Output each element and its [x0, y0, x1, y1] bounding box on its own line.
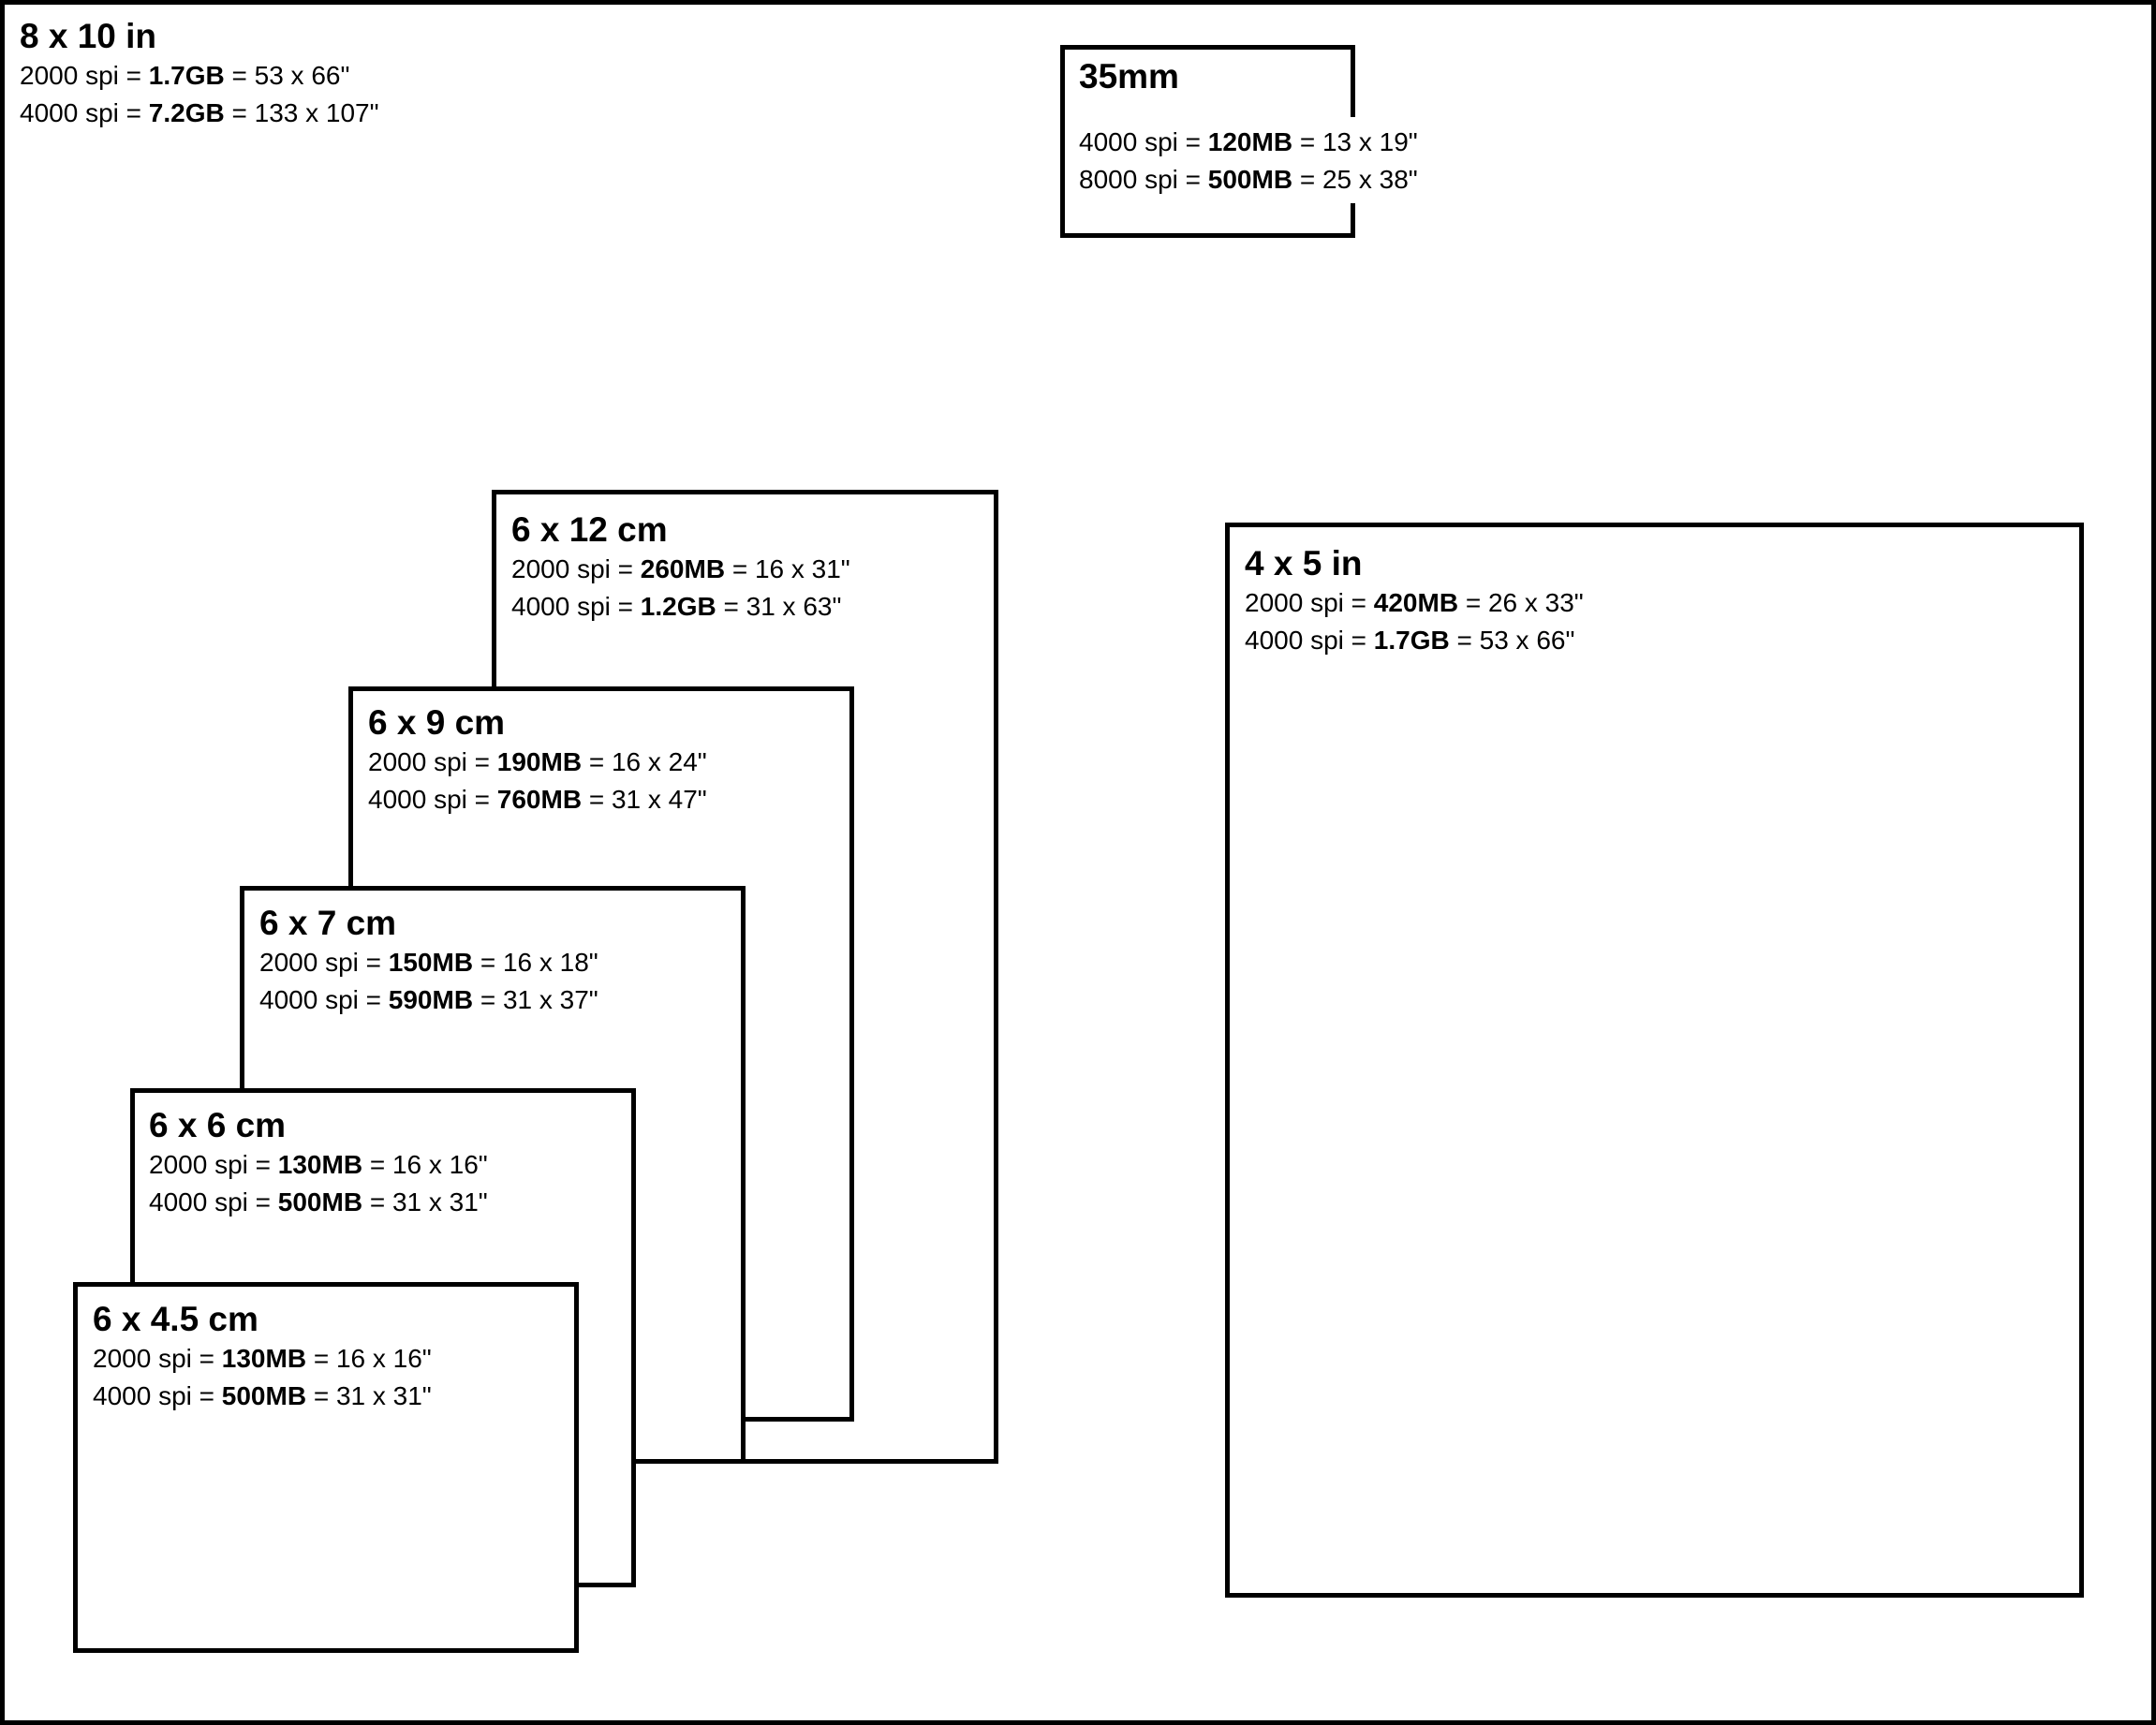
format-title: 8 x 10 in: [20, 17, 157, 55]
label-4x5-in: 4 x 5 in 2000 spi = 420MB = 26 x 33" 400…: [1245, 543, 1584, 659]
spec-row: 2000 spi = 190MB = 16 x 24": [368, 747, 707, 776]
spec-row: 2000 spi = 130MB = 16 x 16": [93, 1344, 432, 1373]
label-6x6-cm: 6 x 6 cm 2000 spi = 130MB = 16 x 16" 400…: [149, 1105, 488, 1221]
spec-row: 4000 spi = 1.7GB = 53 x 66": [1245, 626, 1575, 655]
label-8x10-in: 8 x 10 in 2000 spi = 1.7GB = 53 x 66" 40…: [20, 16, 379, 132]
label-6x7-cm: 6 x 7 cm 2000 spi = 150MB = 16 x 18" 400…: [259, 903, 598, 1019]
label-6x12-cm: 6 x 12 cm 2000 spi = 260MB = 16 x 31" 40…: [511, 509, 850, 626]
spec-row: 4000 spi = 760MB = 31 x 47": [368, 785, 707, 814]
label-6x4-5-cm: 6 x 4.5 cm 2000 spi = 130MB = 16 x 16" 4…: [93, 1299, 432, 1415]
spec-row: 4000 spi = 500MB = 31 x 31": [149, 1187, 488, 1216]
spec-row: 2000 spi = 420MB = 26 x 33": [1245, 588, 1584, 617]
spec-row: 4000 spi = 120MB = 13 x 19": [1079, 127, 1418, 156]
format-title: 6 x 9 cm: [368, 703, 506, 742]
frame-35mm-gap: [1349, 117, 1358, 203]
format-title: 6 x 6 cm: [149, 1106, 287, 1144]
spec-row: 4000 spi = 590MB = 31 x 37": [259, 985, 598, 1014]
spec-row: 2000 spi = 260MB = 16 x 31": [511, 554, 850, 583]
spec-row: 4000 spi = 500MB = 31 x 31": [93, 1381, 432, 1410]
frame-4x5-in: [1225, 523, 2084, 1598]
spec-row: 2000 spi = 130MB = 16 x 16": [149, 1150, 488, 1179]
label-35mm: 35mm 4000 spi = 120MB = 13 x 19" 8000 sp…: [1079, 56, 1418, 199]
format-title: 6 x 12 cm: [511, 510, 668, 549]
spec-row: 2000 spi = 1.7GB = 53 x 66": [20, 61, 350, 90]
label-6x9-cm: 6 x 9 cm 2000 spi = 190MB = 16 x 24" 400…: [368, 702, 707, 818]
frame-6x4-5-cm: [73, 1282, 579, 1653]
spec-row: 4000 spi = 1.2GB = 31 x 63": [511, 592, 842, 621]
format-title: 6 x 7 cm: [259, 904, 397, 942]
format-title: 6 x 4.5 cm: [93, 1300, 258, 1338]
spec-row: 2000 spi = 150MB = 16 x 18": [259, 948, 598, 977]
spec-row: 4000 spi = 7.2GB = 133 x 107": [20, 98, 379, 127]
format-title: 4 x 5 in: [1245, 544, 1363, 582]
frame-35mm: [1060, 45, 1355, 238]
spec-row: 8000 spi = 500MB = 25 x 38": [1079, 165, 1418, 194]
format-title: 35mm: [1079, 57, 1179, 96]
